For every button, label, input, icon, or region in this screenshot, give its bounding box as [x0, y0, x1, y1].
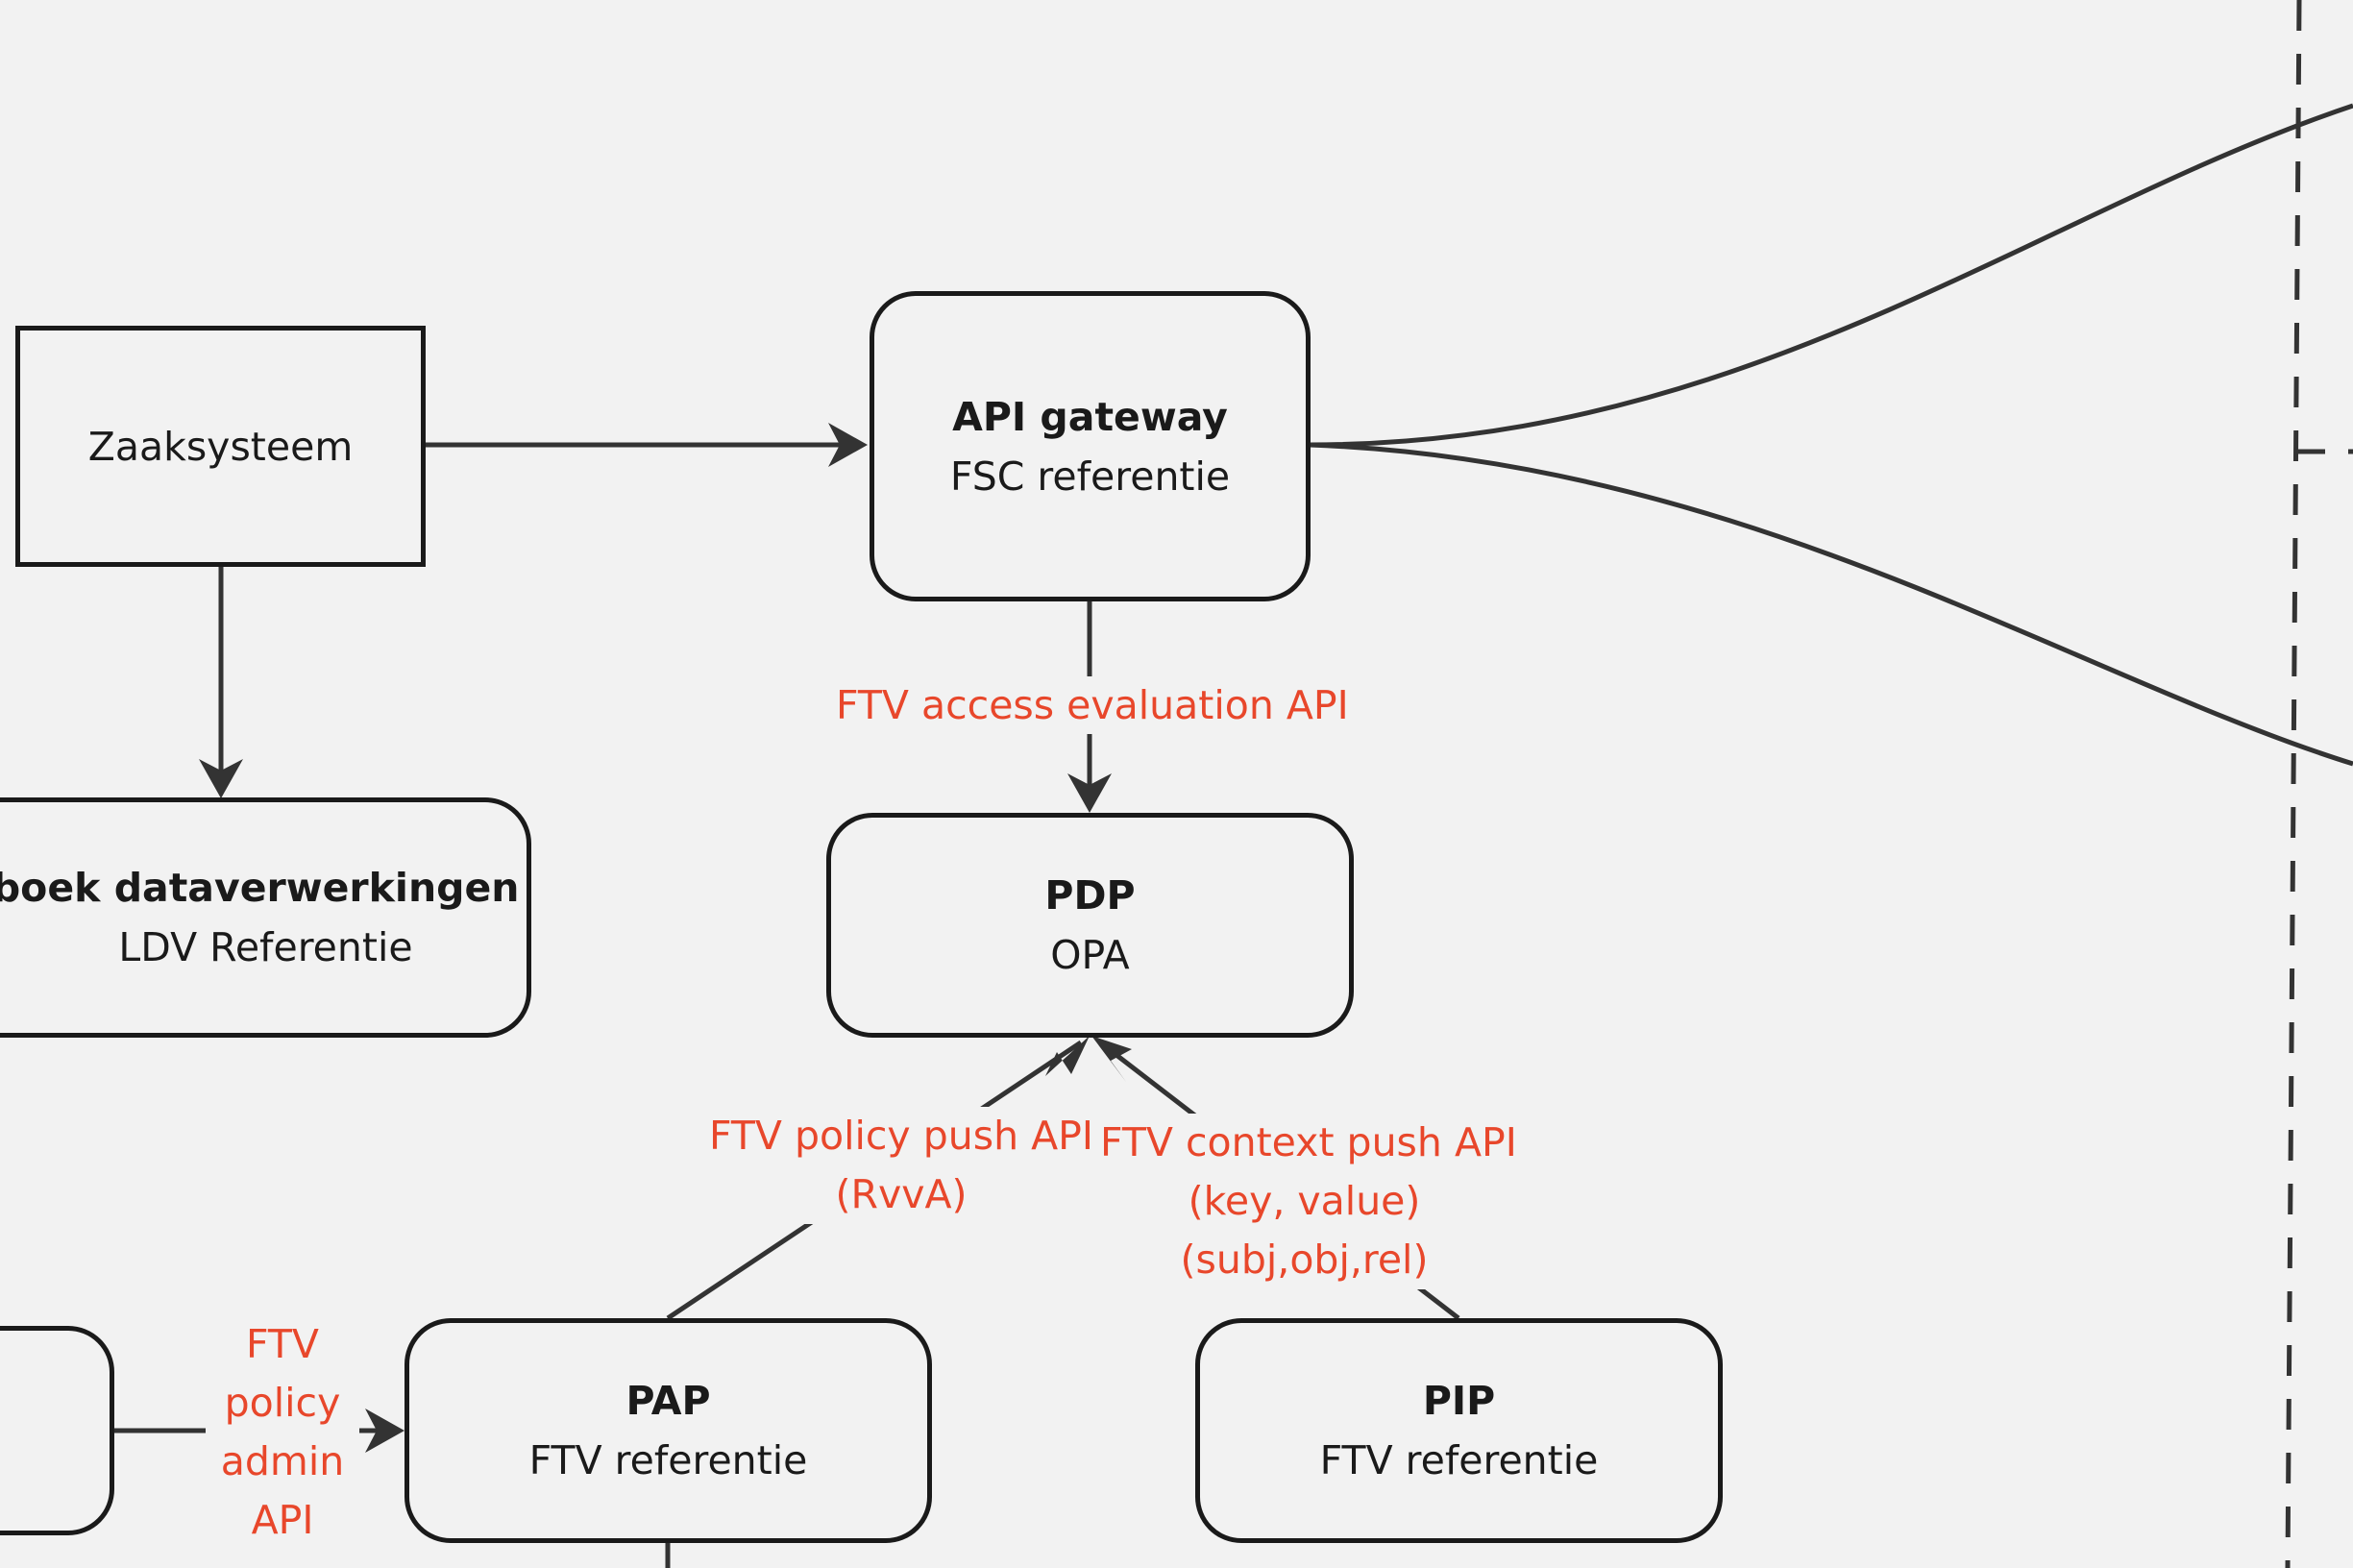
label-policy-admin-line-2: policy	[224, 1380, 341, 1426]
label-policy-admin: FTV policy admin API	[206, 1315, 359, 1550]
label-context-push-line-2: (key, value)	[1188, 1178, 1421, 1224]
edge-gateway-upper-curve	[1309, 103, 2353, 448]
node-partial-left[interactable]	[0, 1326, 114, 1535]
node-pdp-title: PDP	[1044, 872, 1136, 919]
arrowhead-gateway-icon	[828, 423, 868, 467]
label-policy-admin-line-3: admin	[220, 1438, 345, 1484]
node-api-gateway[interactable]: API gateway FSC referentie	[870, 291, 1311, 601]
dashed-boundary-vertical	[2285, 0, 2302, 1568]
node-pap-title: PAP	[625, 1378, 711, 1424]
arrowhead-pdp-icon	[1067, 773, 1112, 813]
label-context-push-line-1: FTV context push API	[1100, 1119, 1517, 1165]
arrowhead-pap-icon	[365, 1409, 404, 1453]
node-logboek[interactable]: gboek dataverwerkingen LDV Referentie	[0, 797, 531, 1038]
label-policy-push-line-2: (RvvA)	[835, 1171, 968, 1217]
arrowhead-logboek-icon	[199, 759, 243, 798]
label-access-evaluation: FTV access evaluation API	[836, 676, 1349, 734]
label-access-evaluation-text: FTV access evaluation API	[836, 682, 1349, 728]
label-policy-push: FTV policy push API (RvvA)	[705, 1107, 1097, 1224]
arrowhead-pdp-from-pip-icon	[1091, 1036, 1132, 1082]
node-pap[interactable]: PAP FTV referentie	[404, 1318, 932, 1543]
node-api-gateway-subtitle: FSC referentie	[949, 453, 1231, 500]
node-zaaksysteem[interactable]: Zaaksysteem	[15, 326, 426, 567]
node-logboek-subtitle: LDV Referentie	[118, 924, 413, 970]
label-context-push-line-3: (subj,obj,rel)	[1180, 1237, 1429, 1283]
node-pap-subtitle: FTV referentie	[528, 1437, 808, 1483]
node-zaaksysteem-title: Zaaksysteem	[87, 423, 354, 470]
node-logboek-title: gboek dataverwerkingen	[0, 865, 520, 911]
node-pip-subtitle: FTV referentie	[1319, 1437, 1599, 1483]
label-policy-push-line-1: FTV policy push API	[709, 1113, 1093, 1159]
node-api-gateway-title: API gateway	[952, 393, 1228, 440]
node-pdp-subtitle: OPA	[1050, 932, 1130, 978]
label-policy-admin-line-4: API	[251, 1497, 314, 1543]
arrowhead-pdp-from-pap-icon	[1045, 1036, 1090, 1076]
edge-gateway-lower-curve	[1309, 442, 2353, 767]
node-pdp[interactable]: PDP OPA	[826, 813, 1354, 1038]
node-pip-title: PIP	[1422, 1378, 1496, 1424]
label-context-push: FTV context push API (key, value) (subj,…	[1100, 1114, 1517, 1289]
node-pip[interactable]: PIP FTV referentie	[1195, 1318, 1723, 1543]
label-policy-admin-line-1: FTV	[246, 1321, 319, 1367]
